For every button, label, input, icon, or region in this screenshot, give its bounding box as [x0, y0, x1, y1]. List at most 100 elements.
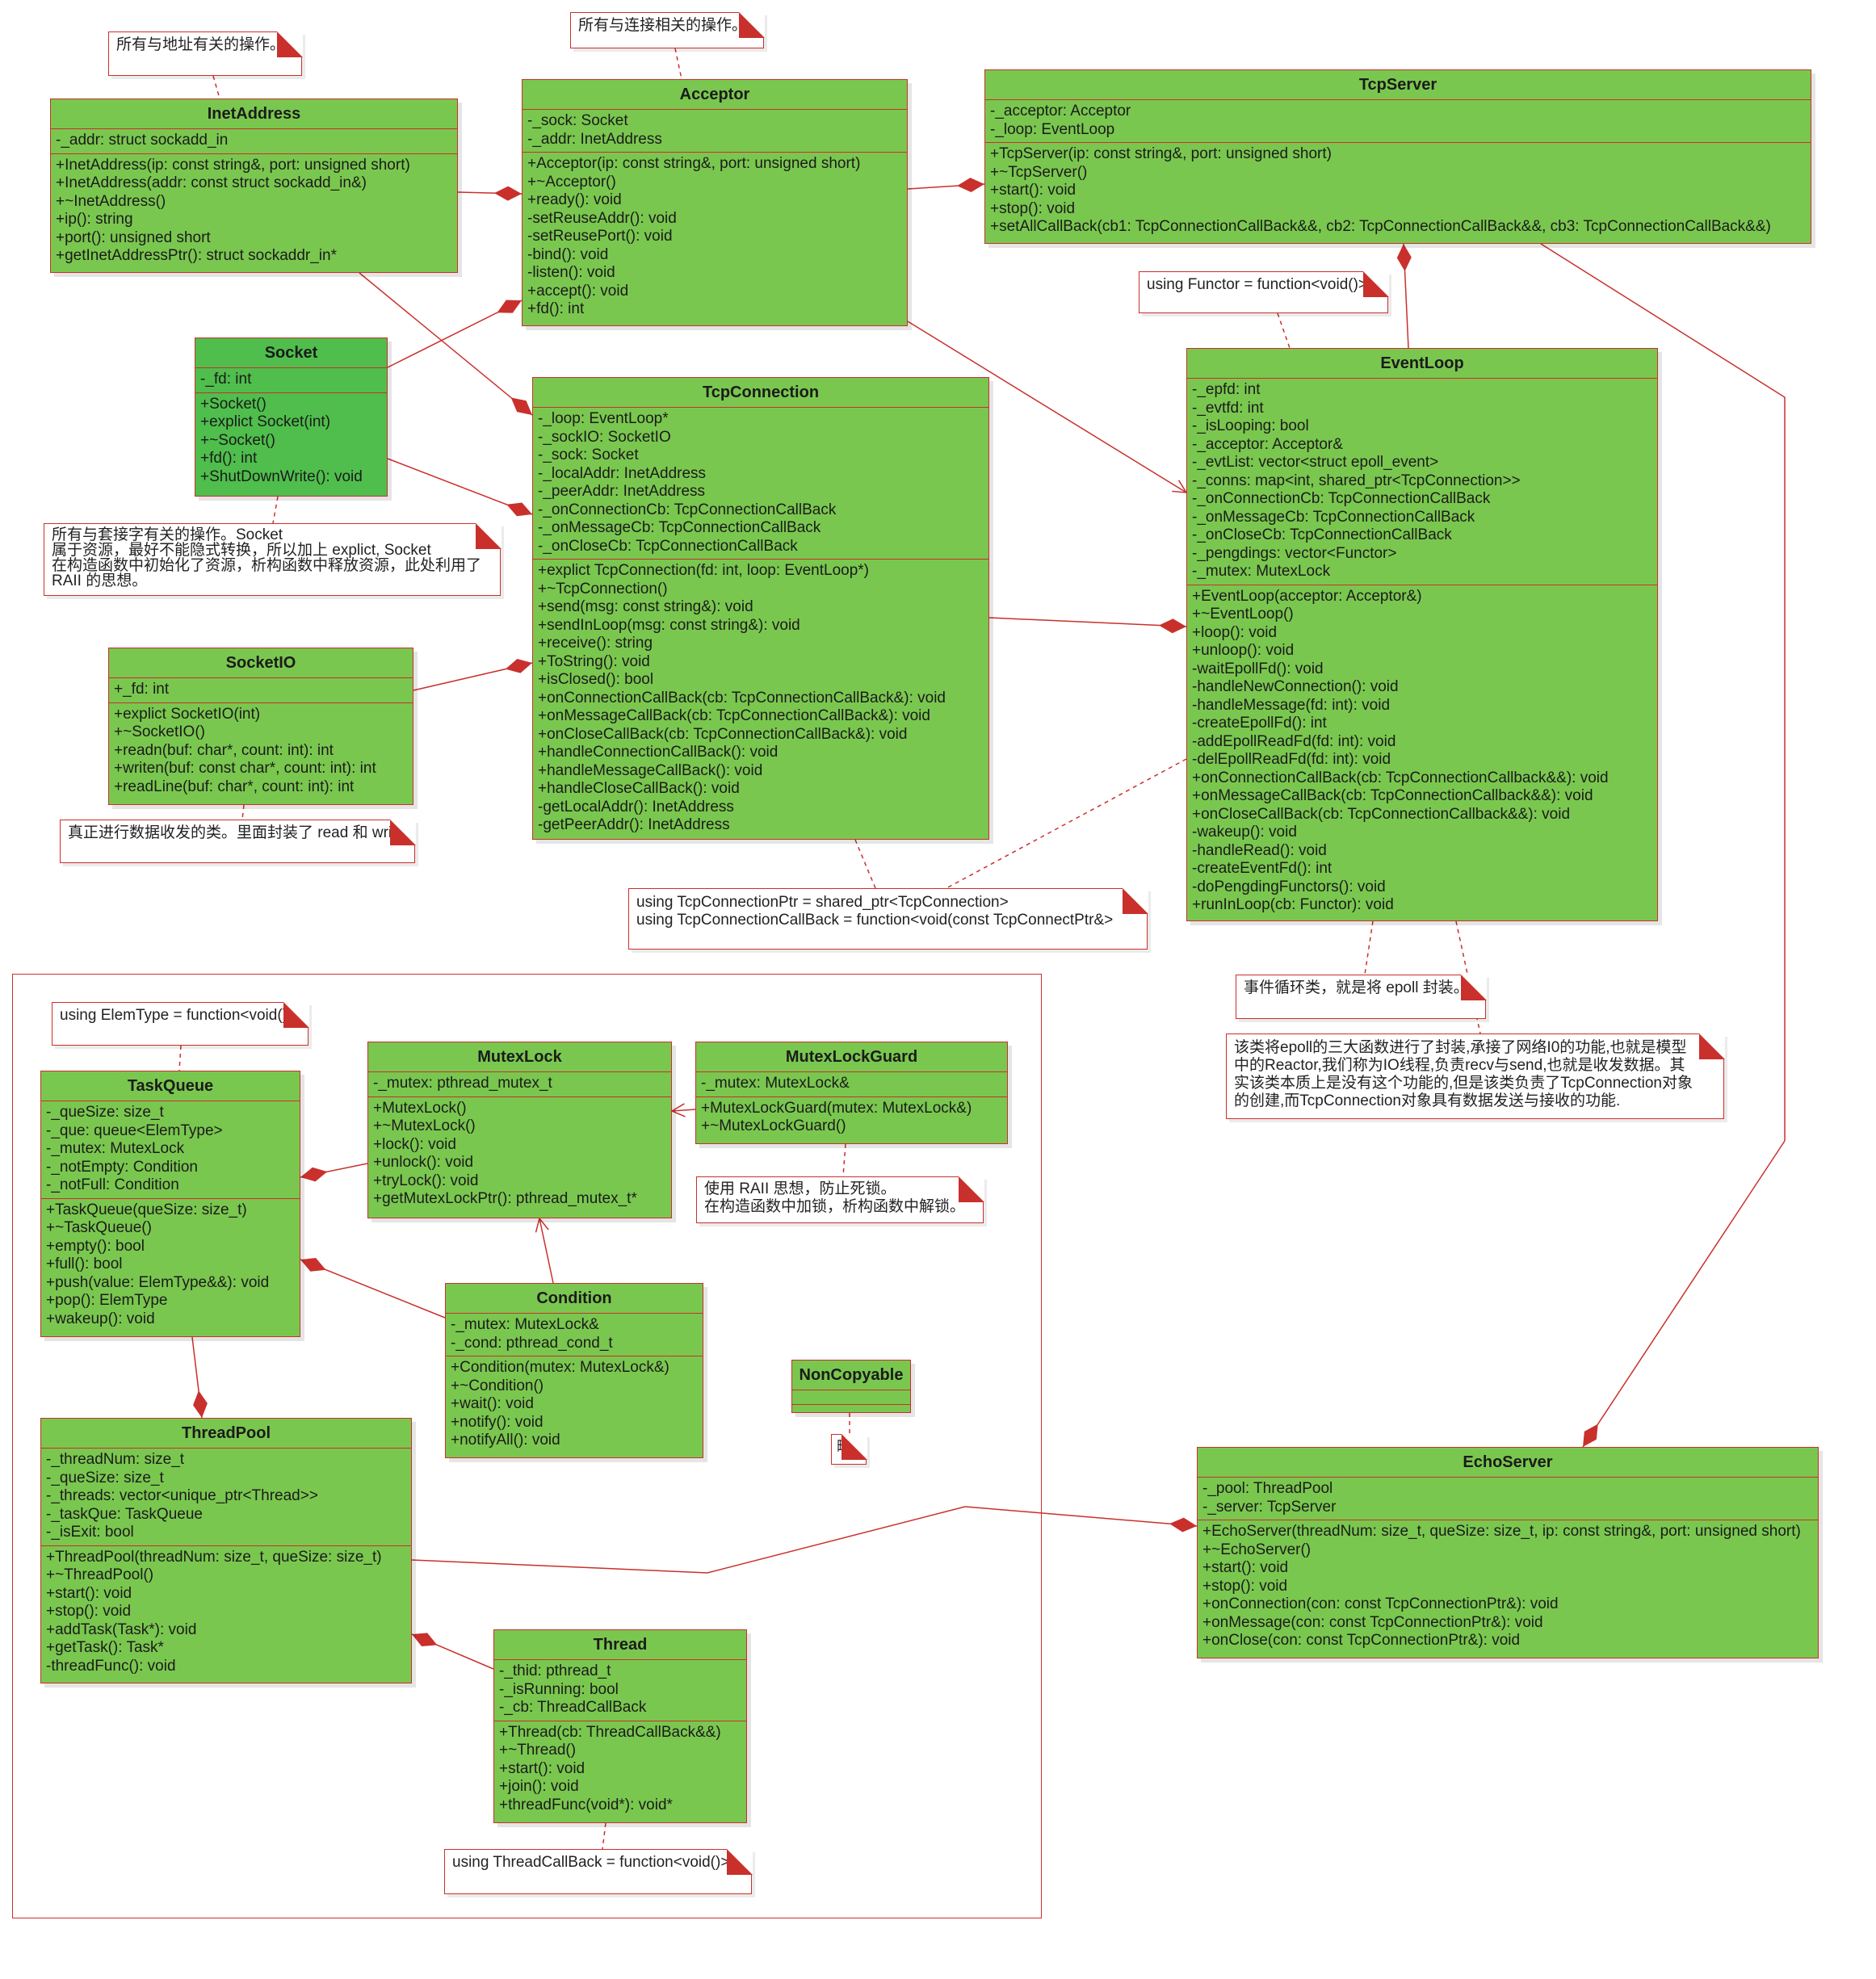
- operation: +getInetAddressPtr(): struct sockaddr_in…: [56, 247, 337, 264]
- class-taskqueue[interactable]: TaskQueue-_queSize: size_t-_que: queue<E…: [40, 1071, 300, 1337]
- operation: +handleCloseCallBack(): void: [538, 780, 740, 797]
- note-text: using Functor = function<void()>: [1147, 276, 1368, 293]
- class-eventloop[interactable]: EventLoop-_epfd: int-_evtfd: int-_isLoop…: [1186, 348, 1658, 921]
- anchor-note-eventloop: [1364, 920, 1374, 975]
- edge-tcpserver-echoserver: [1540, 243, 1786, 1141]
- note-text: 所有与地址有关的操作。: [116, 36, 286, 53]
- note-mutexlockguard: 使用 RAII 思想，防止死锁。 在构造函数中加锁，析构函数中解锁。: [696, 1176, 984, 1223]
- note-inetaddress: 所有与地址有关的操作。: [108, 31, 303, 76]
- class-noncopyable[interactable]: NonCopyable: [791, 1360, 911, 1413]
- class-mutexlockguard[interactable]: MutexLockGuard-_mutex: MutexLock&+MutexL…: [695, 1042, 1008, 1144]
- operation: +wait(): void: [451, 1395, 534, 1412]
- attribute: -_addr: InetAddress: [527, 130, 662, 148]
- operations-section: +Acceptor(ip: const string&, port: unsig…: [523, 153, 907, 322]
- attributes-section: -_acceptor: Acceptor-_loop: EventLoop: [985, 100, 1811, 143]
- class-tcpserver[interactable]: TcpServer-_acceptor: Acceptor-_loop: Eve…: [984, 69, 1811, 244]
- note-eventloop-reactor: 该类将epoll的三大函数进行了封装,承接了网络I0的功能,也就是模型 中的Re…: [1226, 1033, 1725, 1119]
- attribute: -_onCloseCb: TcpConnectionCallBack: [1192, 526, 1452, 543]
- attribute: -_mutex: pthread_mutex_t: [373, 1075, 552, 1092]
- operation: -getLocalAddr(): InetAddress: [538, 798, 734, 815]
- operation: +isClosed(): bool: [538, 671, 654, 688]
- edge-tcpconnection-eventloop: [988, 617, 1187, 627]
- operation: +~ThreadPool(): [46, 1566, 154, 1583]
- operation: +onMessageCallBack(cb: TcpConnectionCall…: [538, 707, 930, 724]
- edge-mutexlockguard-mutexlock: [671, 1109, 696, 1112]
- attribute: -_onConnectionCb: TcpConnectionCallBack: [538, 501, 837, 518]
- attributes-section: -_epfd: int-_evtfd: int-_isLooping: bool…: [1187, 379, 1657, 585]
- note-text: using ThreadCallBack = function<void()>: [452, 1854, 730, 1871]
- operation: +onConnectionCallBack(cb: TcpConnectionC…: [1192, 769, 1609, 786]
- class-echoserver[interactable]: EchoServer-_pool: ThreadPool-_server: Tc…: [1197, 1447, 1819, 1658]
- class-socketio[interactable]: SocketIO+_fd: int+explict SocketIO(int)+…: [108, 648, 413, 805]
- class-threadpool[interactable]: ThreadPool-_threadNum: size_t-_queSize: …: [40, 1418, 412, 1683]
- operation: -getPeerAddr(): InetAddress: [538, 816, 730, 833]
- operation: +threadFunc(void*): void*: [499, 1796, 673, 1813]
- operation: +~InetAddress(): [56, 192, 166, 210]
- operation: +onCloseCallBack(cb: TcpConnectionCallBa…: [538, 725, 908, 743]
- attribute: -_onConnectionCb: TcpConnectionCallBack: [1192, 490, 1491, 507]
- operation: -addEpollReadFd(fd: int): void: [1192, 732, 1396, 750]
- operation: -delEpollReadFd(fd: int): void: [1192, 751, 1391, 768]
- note-text: 所有与套接字有关的操作。Socket 属于资源，最好不能隐式转换，所以加上 ex…: [52, 526, 482, 589]
- operation: +stop(): void: [1202, 1577, 1288, 1595]
- operation: +pop(): ElemType: [46, 1292, 168, 1309]
- attribute: -_evtList: vector<struct epoll_event>: [1192, 454, 1439, 471]
- operation: +start(): void: [46, 1584, 132, 1602]
- class-socket[interactable]: Socket-_fd: int+Socket()+explict Socket(…: [195, 338, 388, 497]
- operation: +start(): void: [990, 182, 1076, 199]
- operation: -setReuseAddr(): void: [527, 209, 677, 227]
- operation: +EventLoop(acceptor: Acceptor&): [1192, 587, 1422, 605]
- note-text: 使用 RAII 思想，防止死锁。 在构造函数中加锁，析构函数中解锁。: [704, 1180, 966, 1215]
- operation: +ThreadPool(threadNum: size_t, queSize: …: [46, 1548, 382, 1566]
- operations-section: +MutexLockGuard(mutex: MutexLock&)+~Mute…: [696, 1097, 1007, 1139]
- class-name: Condition: [446, 1284, 703, 1314]
- attributes-section: -_thid: pthread_t-_isRunning: bool-_cb: …: [494, 1660, 746, 1721]
- attribute: -_que: queue<ElemType>: [46, 1122, 223, 1139]
- operation: +~Acceptor(): [527, 173, 616, 191]
- edge-threadpool-echoserver-end: [964, 1506, 1198, 1527]
- operations-section: +EchoServer(threadNum: size_t, queSize: …: [1198, 1520, 1818, 1654]
- class-acceptor[interactable]: Acceptor-_sock: Socket-_addr: InetAddres…: [522, 79, 908, 326]
- operation: +getMutexLockPtr(): pthread_mutex_t*: [373, 1190, 637, 1207]
- anchor-note-inetaddress: [212, 75, 220, 99]
- attribute: -_cb: ThreadCallBack: [499, 1699, 647, 1716]
- class-name: EchoServer: [1198, 1448, 1818, 1478]
- operation: +push(value: ElemType&&): void: [46, 1273, 270, 1291]
- thread-package-frame: [12, 974, 1042, 1918]
- attribute: -_onMessageCb: TcpConnectionCallBack: [538, 519, 821, 536]
- anchor-note-taskqueue: [178, 1045, 182, 1071]
- attribute: -_notEmpty: Condition: [46, 1158, 198, 1176]
- operation: -bind(): void: [527, 245, 609, 263]
- class-tcpconnection[interactable]: TcpConnection-_loop: EventLoop*-_sockIO:…: [532, 377, 989, 840]
- edge-socketio-tcpconnection-diamond: [505, 659, 532, 673]
- attribute: -_loop: EventLoop: [990, 120, 1115, 138]
- class-condition[interactable]: Condition-_mutex: MutexLock&-_cond: pthr…: [445, 1283, 703, 1458]
- operations-section: +explict TcpConnection(fd: int, loop: Ev…: [533, 560, 988, 838]
- operation: +InetAddress(addr: const struct sockadd_…: [56, 174, 367, 191]
- operation: +start(): void: [499, 1759, 585, 1777]
- attributes-section: -_threadNum: size_t-_queSize: size_t-_th…: [41, 1449, 411, 1546]
- operation: +send(msg: const string&): void: [538, 598, 753, 615]
- attribute: -_threads: vector<unique_ptr<Thread>>: [46, 1487, 318, 1504]
- class-thread[interactable]: Thread-_thid: pthread_t-_isRunning: bool…: [493, 1629, 747, 1823]
- operation: +explict SocketIO(int): [114, 705, 261, 723]
- operation: +explict TcpConnection(fd: int, loop: Ev…: [538, 562, 869, 579]
- class-name: TcpConnection: [533, 378, 988, 408]
- note-text: 事件循环类，就是将 epoll 封装。: [1244, 979, 1469, 996]
- class-name: Thread: [494, 1630, 746, 1660]
- class-mutexlock[interactable]: MutexLock-_mutex: pthread_mutex_t+MutexL…: [367, 1042, 672, 1218]
- attribute: -_conns: map<int, shared_ptr<TcpConnecti…: [1192, 472, 1521, 489]
- attribute: -_sock: Socket: [527, 112, 628, 129]
- operation: -listen(): void: [527, 264, 615, 281]
- operation: +empty(): bool: [46, 1237, 145, 1255]
- operation: +Condition(mutex: MutexLock&): [451, 1359, 669, 1376]
- attribute: -_sockIO: SocketIO: [538, 428, 671, 446]
- operation: +loop(): void: [1192, 623, 1278, 641]
- operation: +accept(): void: [527, 282, 629, 300]
- edge-tcpserver-echoserver-end: [1582, 1140, 1786, 1448]
- operation: +wakeup(): void: [46, 1310, 155, 1327]
- edge-tcpserver-echoserver-end-diamond: [1583, 1423, 1598, 1447]
- operation: +tryLock(): void: [373, 1172, 479, 1189]
- class-inetaddress[interactable]: InetAddress-_addr: struct sockadd_in+Ine…: [50, 99, 458, 273]
- operation: +handleConnectionCallBack(): void: [538, 744, 779, 761]
